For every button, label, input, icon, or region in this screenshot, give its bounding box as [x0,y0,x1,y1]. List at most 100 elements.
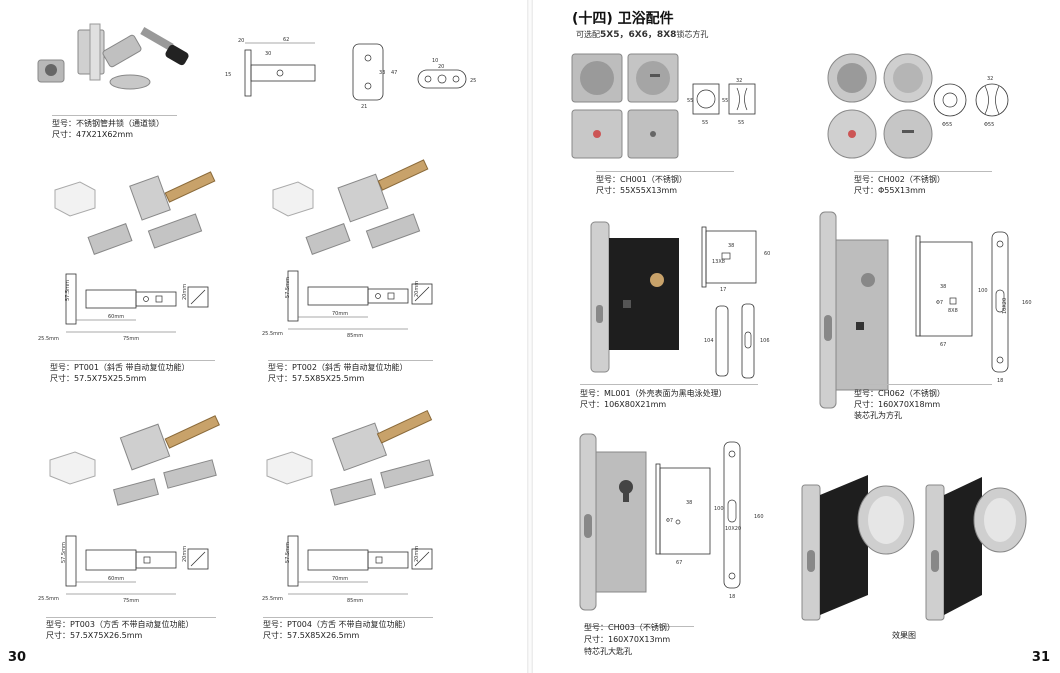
pt001-model: 型号：PT001（斜舌 带自动复位功能） [50,363,190,372]
svg-text:75mm: 75mm [123,598,139,604]
pt004-diamond-icon [411,548,433,570]
ch062-size: 尺寸：160X70X18mm [854,400,941,409]
svg-text:10X20: 10X20 [725,526,741,532]
ml001-photo [590,221,679,373]
svg-text:32: 32 [987,76,993,82]
svg-text:15: 15 [225,72,231,78]
pt001-photo [54,171,216,255]
ch003-model: 型号：CH003（不锈钢） [584,623,675,632]
svg-text:17: 17 [720,287,726,293]
svg-text:57.5mm: 57.5mm [65,280,71,301]
left-page-number: 30 [8,650,27,665]
ch062-note: 装芯孔为方孔 [854,411,902,420]
pt001-size: 尺寸：57.5X75X25.5mm [50,374,147,383]
ch062-photo [819,211,889,409]
svg-text:70mm: 70mm [332,576,348,582]
svg-text:75mm: 75mm [123,336,139,342]
svg-text:13X8: 13X8 [712,259,725,265]
svg-text:104: 104 [704,338,714,344]
svg-text:60mm: 60mm [108,314,124,320]
ch003-photo [579,433,647,611]
right-page: (十四) 卫浴配件 可选配5X5，6X6，8X8锁芯方孔 32 55 55 55… [532,0,1060,673]
ch003-faceplate-drawing: 10X20 160 18 [723,441,764,600]
svg-text:33: 33 [379,70,385,76]
ch002-model: 型号：CH002（不锈钢） [854,175,945,184]
ml001-drawing: 38 13X8 60 17 [701,226,770,293]
left-page: 20 62 30 15 33 47 21 10 20 25 型号：不锈钢管井锁（… [0,0,528,673]
svg-text:Φ55: Φ55 [984,122,994,128]
pt002-photo [272,159,429,255]
ch062-drawing: 38 Φ7 8X8 100 67 [915,235,988,348]
section-subtitle: 可选配5X5，6X6，8X8锁芯方孔 [576,30,709,40]
ch062-model: 型号：CH062（不锈钢） [854,389,945,398]
effect-caption: 效果图 [892,631,916,640]
ch062-faceplate-drawing: 10X20 160 18 [991,231,1032,384]
page-gutter [527,0,533,673]
svg-text:20: 20 [238,38,244,44]
svg-text:20mm: 20mm [414,546,420,562]
pt004-model: 型号：PT004（方舌 不带自动复位功能） [263,620,411,629]
pipe-lock-drawing: 20 62 30 15 33 47 21 [225,37,397,110]
pt002-size: 尺寸：57.5X85X25.5mm [268,374,365,383]
svg-text:10X20: 10X20 [1002,298,1008,314]
pipe-lock-plate-drawing: 10 20 25 [417,58,476,89]
svg-text:20mm: 20mm [414,281,420,297]
svg-text:38: 38 [686,500,692,506]
svg-text:25.5mm: 25.5mm [262,331,283,337]
pipe-lock-photo [37,23,189,90]
svg-text:85mm: 85mm [347,598,363,604]
ch002-photos [827,53,933,159]
svg-text:25.5mm: 25.5mm [262,596,283,602]
svg-text:100: 100 [978,288,988,294]
svg-text:55: 55 [687,98,693,104]
svg-text:57.5mm: 57.5mm [61,542,67,563]
pt003-model: 型号：PT003（方舌 不带自动复位功能） [46,620,194,629]
pt004-drawing: 57.5mm 70mm 85mm 20mm 25.5mm [262,535,420,604]
effect-photo-right [925,477,1027,621]
ch001-size: 尺寸：55X55X13mm [596,186,678,195]
svg-text:160: 160 [754,514,764,520]
svg-text:10: 10 [432,58,438,64]
pt001-diamond-icon [187,286,209,308]
svg-text:57.5mm: 57.5mm [285,542,291,563]
pipe-lock-size: 尺寸：47X21X62mm [52,130,134,139]
svg-text:30: 30 [265,51,271,57]
ch001-photos [571,53,679,159]
pipe-lock-model: 型号：不锈钢管井锁（通道锁） [52,119,164,128]
ml001-faceplate-drawing: 104 106 [704,303,770,379]
pt002-model: 型号：PT002（斜舌 带自动复位功能） [268,363,408,372]
svg-text:57.5mm: 57.5mm [285,277,291,298]
svg-text:25.5mm: 25.5mm [38,596,59,602]
pt003-photo [49,415,220,506]
svg-text:55: 55 [722,98,728,104]
ch001-drawing: 32 55 55 55 55 [687,78,756,126]
svg-text:25: 25 [470,78,476,84]
ch002-drawing: 32 Φ55 Φ55 [933,76,1009,128]
svg-text:38: 38 [728,243,734,249]
svg-text:106: 106 [760,338,770,344]
svg-text:18: 18 [997,378,1003,384]
section-title: (十四) 卫浴配件 [572,11,674,27]
svg-text:100: 100 [714,506,724,512]
ml001-model: 型号：ML001（外壳表面为黑电泳处理） [580,389,727,398]
svg-text:85mm: 85mm [347,333,363,339]
ch001-model: 型号：CH001（不锈钢） [596,175,687,184]
svg-text:8X8: 8X8 [948,308,958,314]
right-page-number: 31 [1031,650,1050,665]
svg-text:67: 67 [676,560,682,566]
pt002-diamond-icon [411,283,433,305]
svg-text:18: 18 [729,594,735,600]
svg-text:Φ55: Φ55 [942,122,952,128]
svg-text:70mm: 70mm [332,311,348,317]
ml001-size: 尺寸：106X80X21mm [580,400,667,409]
svg-text:Φ7: Φ7 [666,518,673,524]
svg-text:25.5mm: 25.5mm [38,336,59,342]
svg-text:160: 160 [1022,300,1032,306]
svg-text:60: 60 [764,251,770,257]
svg-text:20mm: 20mm [182,546,188,562]
effect-photo-left [801,475,915,621]
svg-text:Φ7: Φ7 [936,300,943,306]
svg-text:21: 21 [361,104,367,110]
svg-text:47: 47 [391,70,397,76]
pt004-size: 尺寸：57.5X85X26.5mm [263,631,360,640]
